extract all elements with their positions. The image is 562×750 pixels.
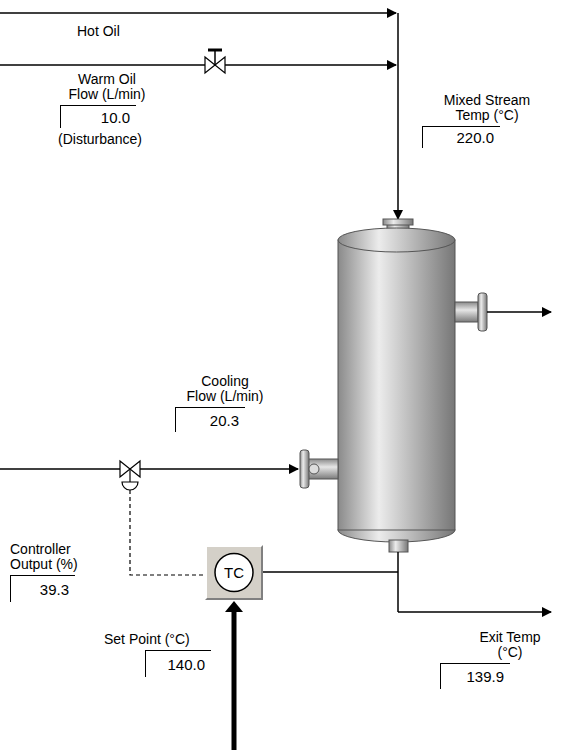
control-valve bbox=[120, 461, 140, 490]
field-heading: Controller Output (%) bbox=[10, 542, 92, 572]
field-note: (Disturbance) bbox=[58, 132, 148, 147]
value-box: 39.3 bbox=[10, 575, 75, 602]
display-field: Controller Output (%) 39.3 bbox=[8, 542, 92, 602]
setpoint-arrowhead bbox=[225, 601, 243, 612]
outlet-line bbox=[487, 311, 551, 313]
value-text: 10.0 bbox=[101, 109, 130, 126]
value-box: 140.0 bbox=[145, 650, 211, 677]
controller-circle-outline bbox=[215, 554, 253, 592]
value-box: 220.0 bbox=[422, 126, 500, 148]
controller-tag: TC bbox=[224, 564, 244, 581]
value-text: 140.0 bbox=[167, 656, 205, 673]
controller-block: TC bbox=[205, 545, 263, 600]
exit-pipe bbox=[397, 552, 399, 612]
measurement-line bbox=[263, 571, 398, 573]
setpoint-arrow bbox=[232, 611, 237, 750]
signal-line bbox=[130, 490, 205, 575]
value-box: 20.3 bbox=[175, 407, 245, 432]
display-field: Cooling Flow (L/min) 20.3 bbox=[175, 374, 265, 432]
hot-oil-line bbox=[0, 12, 396, 14]
field-heading: Set Point (°C) bbox=[104, 632, 234, 647]
value-text: 139.9 bbox=[466, 668, 504, 685]
field-heading: Mixed Stream Temp (°C) bbox=[438, 93, 536, 123]
feed-line bbox=[397, 13, 399, 219]
value-text: 20.3 bbox=[210, 412, 239, 429]
value-text: 39.3 bbox=[40, 581, 69, 598]
display-field: Exit Temp (°C) 139.9 bbox=[438, 630, 546, 689]
field-heading: Cooling Flow (L/min) bbox=[185, 374, 265, 404]
exit-line bbox=[398, 611, 551, 613]
display-field: Mixed Stream Temp (°C) 220.0 bbox=[420, 93, 536, 148]
heat-exchanger-tank bbox=[300, 219, 487, 552]
field-heading: Warm Oil Flow (L/min) bbox=[66, 72, 148, 102]
cooling-line bbox=[0, 468, 298, 470]
value-box: 139.9 bbox=[440, 663, 510, 689]
warm-oil-line bbox=[0, 64, 396, 66]
display-field: Warm Oil Flow (L/min) 10.0 (Disturbance) bbox=[58, 72, 148, 147]
display-field: Set Point (°C) 140.0 bbox=[104, 632, 234, 677]
line-label: Hot Oil bbox=[77, 24, 120, 39]
hand-valve bbox=[205, 50, 225, 73]
field-heading: Exit Temp (°C) bbox=[474, 630, 546, 660]
value-box: 10.0 bbox=[60, 105, 136, 128]
value-text: 220.0 bbox=[456, 129, 494, 146]
